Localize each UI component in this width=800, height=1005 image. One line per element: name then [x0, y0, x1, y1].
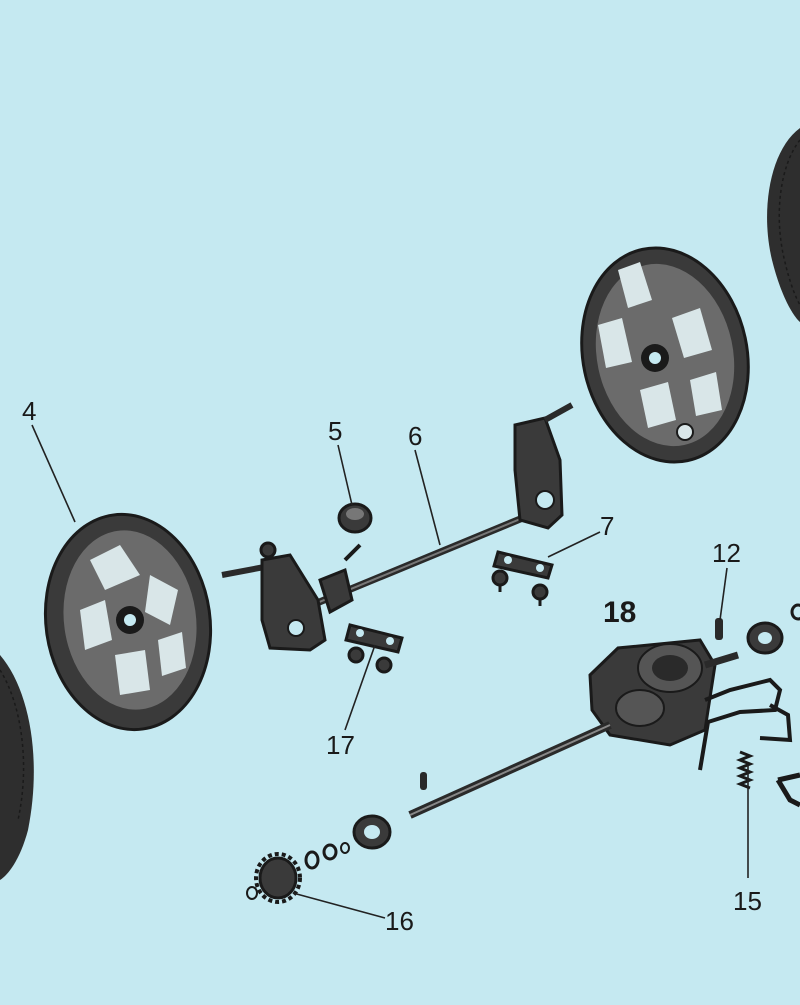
leader-5: [337, 444, 353, 506]
wire-bracket: [698, 677, 800, 808]
pin-12: [715, 618, 723, 640]
callout-12: 12: [712, 538, 741, 568]
tire-top-right: [767, 128, 800, 322]
spring-15: [735, 750, 755, 790]
drive-gear-16: [246, 852, 302, 904]
leader-12: [719, 567, 728, 621]
callout-18: 18: [603, 596, 636, 629]
rear-axle-assembly: [221, 402, 574, 652]
leader-4: [31, 424, 76, 523]
bearing-left: [304, 814, 392, 870]
callout-labels: 4 5 6 7 12 15 16 17 18: [22, 396, 762, 936]
leader-16: [292, 892, 386, 919]
leader-6: [414, 449, 441, 546]
callout-5: 5: [328, 416, 342, 446]
adjustment-knob: [337, 502, 373, 534]
callout-17: 17: [326, 730, 355, 760]
callout-6: 6: [408, 421, 422, 451]
callout-4: 4: [22, 396, 36, 426]
leader-lines: [31, 424, 749, 919]
mounting-bracket-17: [344, 623, 404, 674]
callout-7: 7: [600, 511, 614, 541]
pin-shaft: [420, 772, 427, 790]
callout-16: 16: [385, 906, 414, 936]
tire-left: [0, 655, 34, 880]
wheel-cover-right: [580, 246, 750, 464]
bearing-right: [746, 603, 800, 655]
leader-17: [344, 644, 376, 731]
callout-15: 15: [733, 886, 762, 916]
leader-7: [547, 531, 601, 558]
mounting-bracket-7: [491, 550, 554, 606]
gearbox-assembly: [408, 638, 740, 819]
wheel-cover-left: [43, 512, 213, 732]
